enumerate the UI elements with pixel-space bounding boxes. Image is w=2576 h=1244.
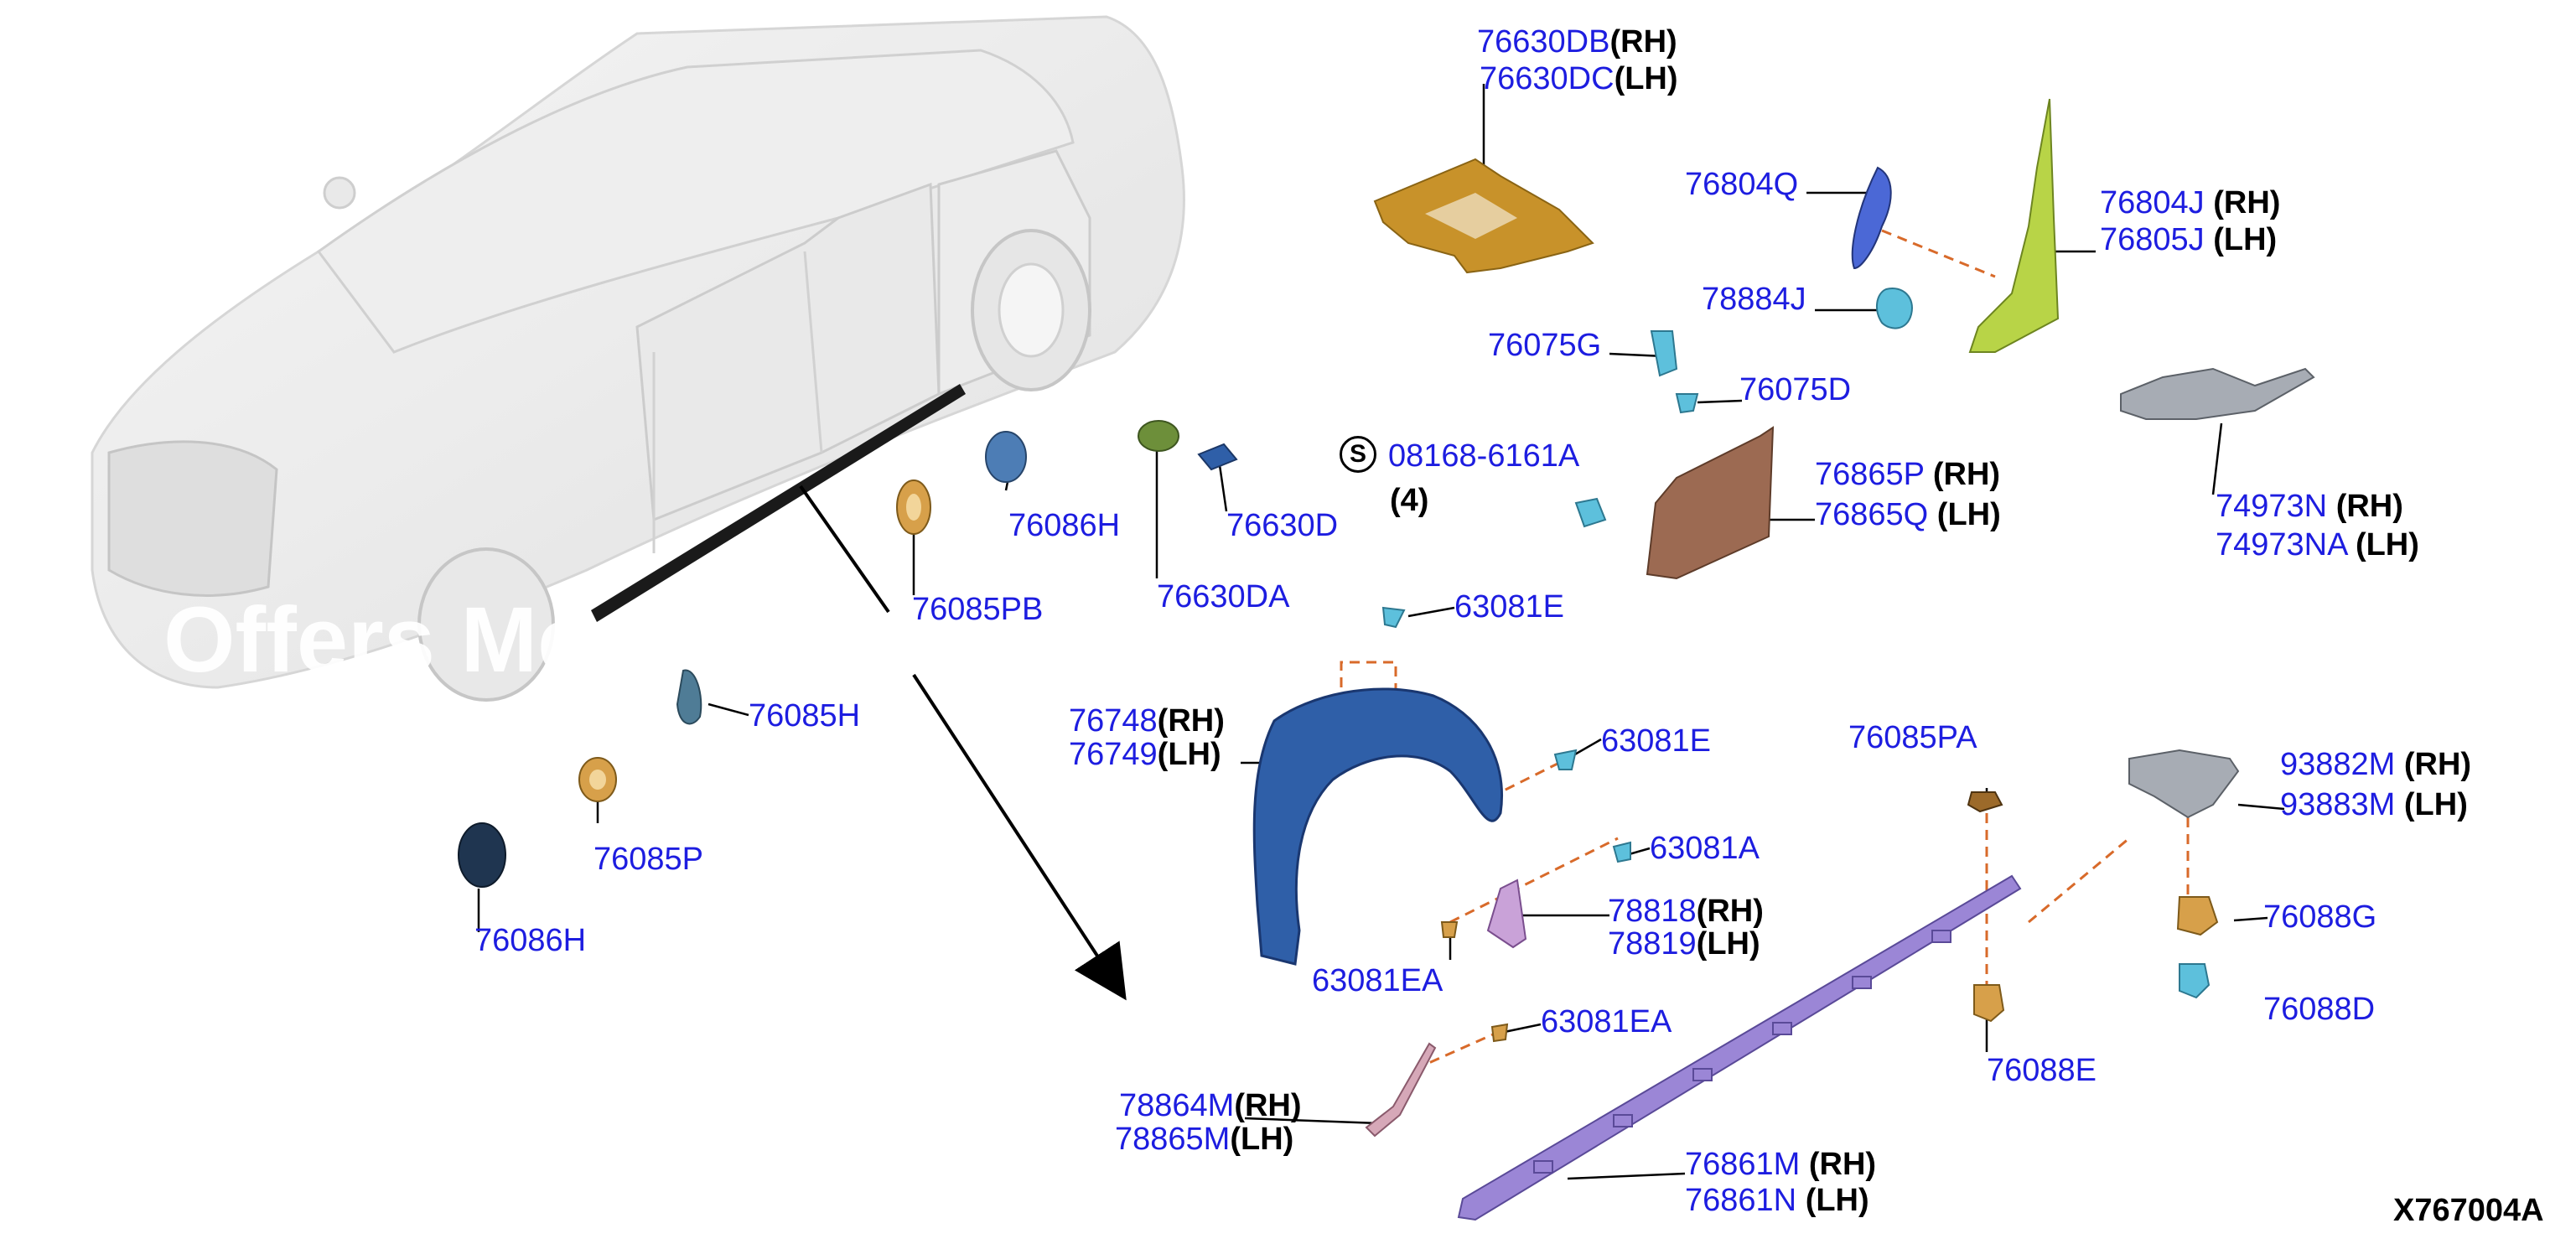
label-76088G: 76088G [2263, 899, 2377, 935]
label-63081EA-upper: 63081EA [1541, 1004, 1672, 1039]
part-78864M-molding [1365, 1042, 1437, 1138]
part-76088E-clip [1973, 984, 2005, 1023]
label-76861M: 76861M (RH) [1685, 1147, 1877, 1182]
label-74973NA: 74973NA (LH) [2216, 527, 2419, 562]
label-63081E-mid: 63081E [1601, 723, 1712, 759]
part-76075G-clip [1650, 330, 1678, 377]
label-76748: 76748(RH) [1069, 703, 1225, 739]
car-illustration [91, 15, 1185, 702]
part-08168-6161A-screw [1574, 497, 1607, 528]
label-78864M: 78864M(RH) [1119, 1088, 1302, 1123]
label-76086H-lower: 76086H [474, 923, 587, 958]
label-76075D: 76075D [1739, 372, 1852, 407]
pointer-arrow-upper [799, 485, 890, 614]
label-93883M: 93883M (LH) [2280, 787, 2468, 822]
label-74973N: 74973N (RH) [2216, 489, 2403, 524]
label-76804Q: 76804Q [1685, 167, 1799, 202]
label-93882M: 93882M (RH) [2280, 747, 2472, 782]
part-63081A-clip [1612, 841, 1631, 863]
watermark: Offers Me [163, 588, 589, 692]
label-76085P: 76085P [593, 842, 704, 877]
part-63081E-clip-top [1381, 606, 1406, 629]
part-76086H-plug [985, 431, 1027, 483]
label-76075G: 76075G [1488, 328, 1602, 363]
part-76085H-plug [676, 669, 702, 725]
part-76865P-panel [1646, 426, 1775, 580]
part-63081EA-clip [1440, 921, 1459, 938]
label-76085H: 76085H [749, 698, 861, 733]
part-76085PA-clip [1967, 791, 2003, 813]
part-63081E-clip [1553, 749, 1578, 770]
part-76630D-pad [1197, 443, 1238, 471]
label-63081E-top: 63081E [1454, 589, 1565, 625]
label-76630DA: 76630DA [1157, 579, 1290, 614]
label-76085PB: 76085PB [912, 592, 1044, 627]
pointer-arrow [912, 673, 1127, 1001]
label-76630D: 76630D [1226, 508, 1339, 543]
label-63081A: 63081A [1650, 831, 1760, 866]
part-76748-fender-liner [1252, 687, 1503, 966]
part-76086H-plug-large [458, 822, 506, 888]
assembly-leaders [1340, 229, 2190, 1066]
sill-mounting-tabs [1533, 930, 1951, 1174]
part-76861M-side-sill-molding [1457, 874, 2022, 1221]
part-76088D-clip [2179, 963, 2211, 999]
label-08168-6161A: 08168-6161A [1388, 438, 1580, 474]
label-76865Q: 76865Q (LH) [1815, 497, 2001, 532]
label-76086H-upper: 76086H [1008, 508, 1121, 543]
label-63081EA-lower: 63081EA [1312, 963, 1443, 998]
label-76088D: 76088D [2263, 992, 2376, 1027]
label-78819: 78819(LH) [1608, 926, 1760, 962]
part-76804J-splash-guard [1968, 98, 2060, 353]
part-76075D-clip [1675, 393, 1699, 414]
part-74973N-bracket [2120, 367, 2315, 420]
label-78884J: 78884J [1702, 282, 1806, 317]
special-part-symbol: S [1340, 436, 1376, 473]
part-76804Q-clip [1851, 166, 1892, 270]
quantity-note: (4) [1390, 483, 1429, 518]
label-76865P: 76865P (RH) [1815, 457, 2001, 492]
label-76088E: 76088E [1987, 1053, 2097, 1088]
label-76630DB: 76630DB(RH) [1477, 24, 1677, 60]
label-76805J: 76805J (LH) [2100, 222, 2278, 257]
label-76630DC: 76630DC(LH) [1480, 61, 1678, 96]
part-93882M-bracket [2128, 749, 2240, 819]
part-78884J-clip [1876, 288, 1913, 329]
label-76804J: 76804J (RH) [2100, 185, 2281, 220]
part-76088G-clip [2176, 896, 2219, 936]
label-76085PA: 76085PA [1848, 720, 1977, 755]
figure-id: X767004A [2393, 1193, 2544, 1228]
label-78865M: 78865M(LH) [1115, 1122, 1294, 1157]
label-78818: 78818(RH) [1608, 894, 1764, 929]
label-76861N: 76861N (LH) [1685, 1183, 1869, 1218]
part-78818-bracket [1486, 879, 1527, 949]
part-76630DA-pad [1138, 420, 1179, 452]
label-76749: 76749(LH) [1069, 737, 1221, 772]
label-leaders [477, 84, 2285, 1180]
part-63081EA-clip-lower [1490, 1023, 1509, 1043]
side-sill-on-car [591, 384, 966, 622]
